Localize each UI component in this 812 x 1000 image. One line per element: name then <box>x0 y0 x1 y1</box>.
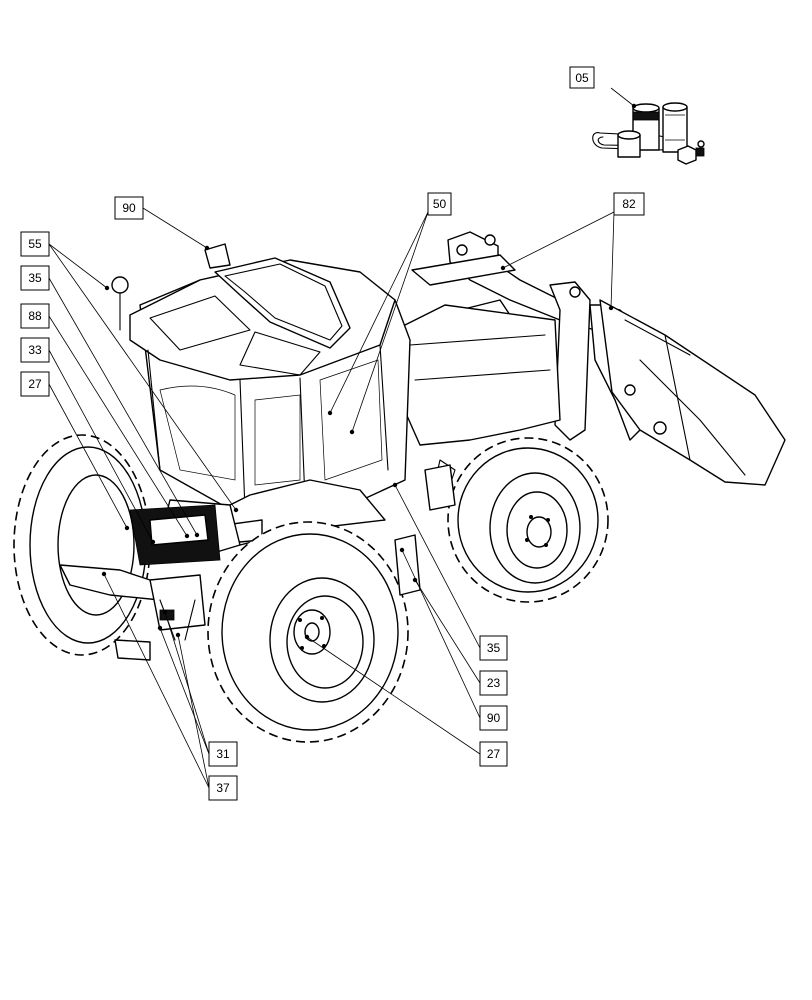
callout-label: 35 <box>487 641 501 655</box>
callout-90-right: 90 <box>479 705 508 731</box>
callout-label: 55 <box>28 237 42 251</box>
leader-endpoints <box>101 103 637 640</box>
tractor-illustration: case <box>13 231 786 743</box>
callout-35-left: 35 <box>20 265 50 291</box>
callout-35-right: 35 <box>479 635 508 661</box>
rear-left-wheel <box>13 434 151 656</box>
callout-label: 37 <box>216 781 230 795</box>
front-wheel <box>447 437 609 603</box>
rear-right-wheel <box>207 521 409 743</box>
callout-label: 33 <box>28 343 42 357</box>
callout-50: 50 <box>427 192 452 216</box>
callout-label: 27 <box>28 377 42 391</box>
leader-lines <box>48 87 635 789</box>
callout-label: 35 <box>28 271 42 285</box>
callout-90-top: 90 <box>114 196 144 220</box>
callout-label: 90 <box>122 201 136 215</box>
callout-27-left: 27 <box>20 371 50 397</box>
callout-label: 27 <box>487 747 501 761</box>
callout-05-kit: 05 <box>569 66 595 89</box>
callout-82: 82 <box>613 192 645 216</box>
callout-label: 82 <box>622 197 636 211</box>
callout-31: 31 <box>208 741 238 767</box>
front-loader: case <box>411 231 786 486</box>
tractor-hood <box>394 304 561 506</box>
filter-kit-illustration <box>592 102 705 165</box>
callout-23: 23 <box>479 670 508 696</box>
callout-label: 31 <box>216 747 230 761</box>
callout-label: 90 <box>487 711 501 725</box>
callout-label: 50 <box>433 197 447 211</box>
callout-37: 37 <box>208 775 238 801</box>
callout-label: 05 <box>575 71 589 85</box>
callout-label: 23 <box>487 676 501 690</box>
callout-label: 88 <box>28 309 42 323</box>
callout-27-right: 27 <box>479 741 508 767</box>
callout-33: 33 <box>20 337 50 363</box>
tractor-cab <box>111 243 411 516</box>
callout-88: 88 <box>20 303 50 329</box>
callout-55: 55 <box>20 231 50 257</box>
